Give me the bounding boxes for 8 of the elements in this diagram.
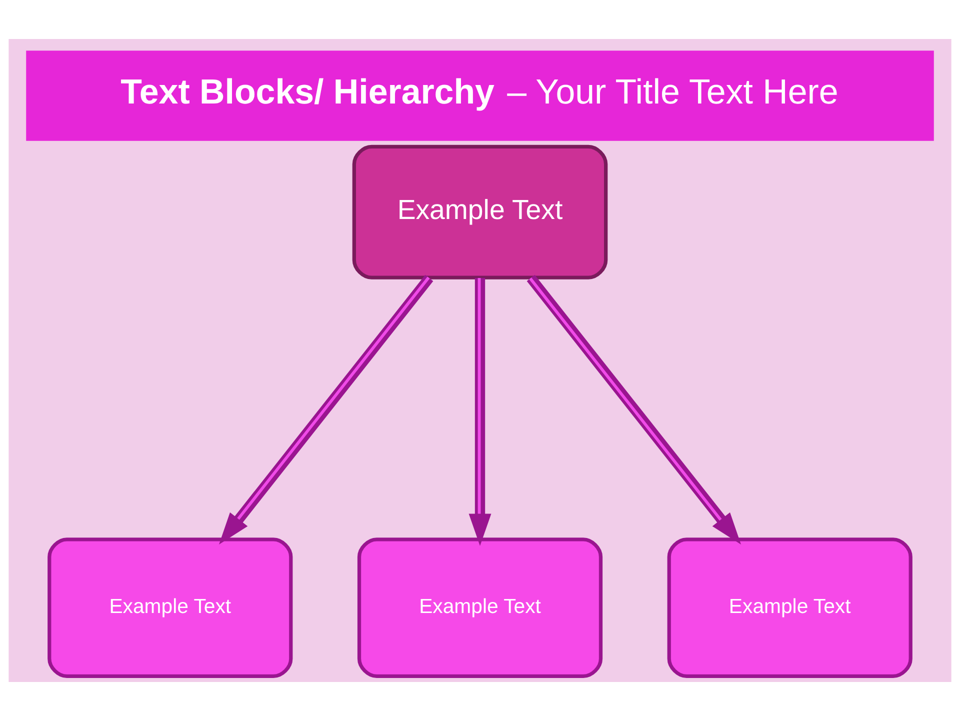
node-box: Example Text [667, 537, 912, 678]
node-box: Example Text [357, 537, 603, 678]
node-box: Example Text [352, 144, 608, 279]
diagram-title: Text Blocks/ Hierarchy – Your Title Text Here [120, 72, 838, 111]
node-box: Example Text [48, 537, 293, 678]
arrow [218, 274, 434, 544]
arrow [526, 274, 742, 544]
arrow [468, 277, 492, 546]
